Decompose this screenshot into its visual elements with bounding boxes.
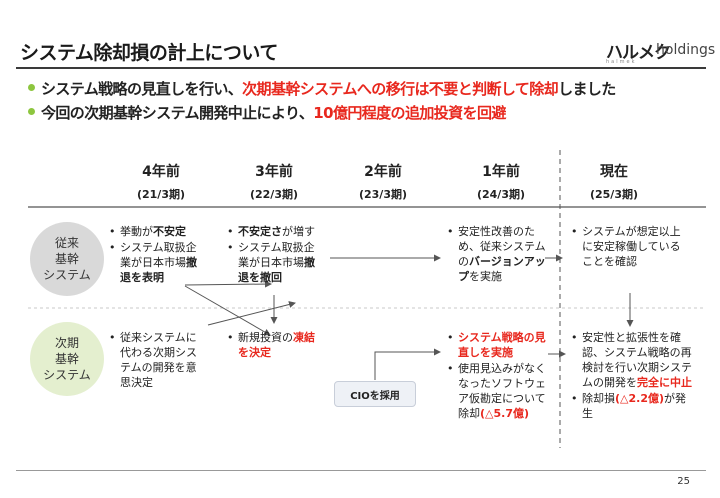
cell-list: 従来システムに代わる次期システムの開発を意思決定: [108, 330, 206, 390]
cell-list-item: システム取扱企業が日本市場撤退を表明: [108, 240, 206, 285]
cell-highlight-text: (△5.7億): [480, 407, 530, 420]
row-label-legacy-text: 従来基幹システム: [43, 236, 91, 282]
row-label-legacy: 従来基幹システム: [30, 222, 104, 296]
cell-highlight-text: 完全に中止: [637, 376, 692, 389]
bullet-dot-icon: [28, 84, 35, 91]
cell-next-4y: 従来システムに代わる次期システムの開発を意思決定: [108, 330, 206, 391]
cell-text: 撤退を撤回: [238, 256, 315, 284]
cell-list-item: 従来システムに代わる次期システムの開発を意思決定: [108, 330, 206, 390]
cell-legacy-4y: 挙動が不安定システム取扱企業が日本市場撤退を表明: [108, 224, 206, 286]
logo-sub-text: holdings: [656, 42, 716, 58]
arrow-withdraw-to-freeze: [184, 285, 271, 336]
column-year: 1年前: [482, 164, 520, 180]
timeline-column-header: 4年前 (21/3期): [113, 161, 209, 202]
cell-list-item: 使用見込みがなくなったソフトウェア仮勘定について除却(△5.7億): [446, 361, 550, 421]
arrow-cio-to-strategy: [374, 348, 441, 380]
column-period: (25/3期): [589, 188, 639, 201]
cell-text: 安定性と拡張性を確認、システム戦略の再検討を行い次期システムの開発を: [582, 331, 692, 389]
footer-divider: [16, 470, 706, 471]
highlight-text: 次期基幹システムへの移行は不要と判断して除却: [242, 80, 559, 98]
cell-text: 従来システムに代わる次期システムの開発を意思決定: [120, 331, 197, 389]
cell-next-3y: 新規投資の凍結を決定: [226, 330, 324, 361]
cell-list-item: システム戦略の見直しを実施: [446, 330, 550, 360]
summary-bullet: システム戦略の見直しを行い、次期基幹システムへの移行は不要と判断して除却しました: [28, 78, 616, 102]
cell-list: 新規投資の凍結を決定: [226, 330, 324, 360]
cell-text: 使用見込みがなくなったソフトウェア仮勘定について除却: [458, 362, 546, 420]
cell-legacy-now: システムが想定以上に安定稼働していることを確認: [570, 224, 688, 270]
cell-list-item: 不安定さが増す: [226, 224, 324, 239]
cell-text: 安定性改善のため、従来システムの: [458, 225, 546, 268]
column-year: 現在: [600, 164, 628, 180]
page-number: 25: [677, 476, 690, 487]
highlight-text: 10億円程度の追加投資を回避: [313, 104, 506, 122]
cell-list: 不安定さが増すシステム取扱企業が日本市場撤退を撤回: [226, 224, 324, 285]
cell-legacy-1y: 安定性改善のため、従来システムのバージョンアップを実施: [446, 224, 550, 285]
timeline-column-header: 1年前 (24/3期): [453, 161, 549, 202]
cell-legacy-3y: 不安定さが増すシステム取扱企業が日本市場撤退を撤回: [226, 224, 324, 286]
cell-text: が発生: [582, 392, 687, 420]
cell-text: システムが想定以上に安定稼働していることを確認: [582, 225, 681, 268]
cell-text: 除却損: [582, 392, 615, 405]
cell-text: 挙動が: [120, 225, 153, 238]
cell-highlight-text: システム戦略の見直しを実施: [458, 331, 546, 359]
cell-list: システムが想定以上に安定稼働していることを確認: [570, 224, 688, 269]
column-period: (21/3期): [136, 188, 186, 201]
column-period: (22/3期): [249, 188, 299, 201]
cell-list-item: 新規投資の凍結を決定: [226, 330, 324, 360]
cell-text: を実施: [469, 270, 502, 283]
cell-list-item: 挙動が不安定: [108, 224, 206, 239]
cell-list-item: 安定性と拡張性を確認、システム戦略の再検討を行い次期システムの開発を完全に中止: [570, 330, 694, 390]
cell-highlight-text: (△2.2億): [615, 392, 665, 405]
timeline-column-header: 3年前 (22/3期): [226, 161, 322, 202]
summary-bullets: システム戦略の見直しを行い、次期基幹システムへの移行は不要と判断して除却しました…: [28, 78, 616, 126]
timeline-column-header: 2年前 (23/3期): [335, 161, 431, 202]
cell-text: 新規投資の: [238, 331, 293, 344]
timeline-column-header: 現在 (25/3期): [566, 161, 662, 202]
logo-tag-text: halmek: [606, 59, 637, 65]
logo-main-text: ハルメク: [606, 43, 671, 63]
cio-callout: CIOを採用: [334, 381, 416, 407]
column-period: (23/3期): [358, 188, 408, 201]
column-year: 4年前: [142, 164, 180, 180]
bullet-text: 今回の次期基幹システム開発中止により、: [41, 104, 314, 122]
cell-list-item: システムが想定以上に安定稼働していることを確認: [570, 224, 688, 269]
column-year: 3年前: [255, 164, 293, 180]
cell-text: が増す: [282, 225, 315, 238]
cell-list: 安定性改善のため、従来システムのバージョンアップを実施: [446, 224, 550, 284]
row-label-next-text: 次期基幹システム: [43, 336, 91, 382]
cell-text: システム取扱企業が日本市場: [238, 241, 315, 269]
column-period: (24/3期): [476, 188, 526, 201]
cell-list-item: 除却損(△2.2億)が発生: [570, 391, 694, 421]
cell-highlight-text: 凍結を決定: [238, 331, 315, 359]
cell-text: システム取扱企業が日本市場: [120, 241, 197, 269]
cell-next-1y: システム戦略の見直しを実施使用見込みがなくなったソフトウェア仮勘定について除却(…: [446, 330, 550, 422]
cell-text: 不安定: [153, 225, 186, 238]
cell-list: 挙動が不安定システム取扱企業が日本市場撤退を表明: [108, 224, 206, 285]
bullet-text: システム戦略の見直しを行い、: [41, 80, 243, 98]
cell-list-item: システム取扱企業が日本市場撤退を撤回: [226, 240, 324, 285]
bullet-text: しました: [558, 80, 616, 98]
cell-text: バージョンアップ: [458, 255, 546, 283]
row-label-next: 次期基幹システム: [30, 322, 104, 396]
arrow-next-4y-to-legacy-3y: [207, 301, 296, 326]
summary-bullet: 今回の次期基幹システム開発中止により、10億円程度の追加投資を回避: [28, 102, 616, 126]
cell-next-now: 安定性と拡張性を確認、システム戦略の再検討を行い次期システムの開発を完全に中止除…: [570, 330, 694, 422]
company-logo: ハルメク holdings halmek: [600, 34, 716, 68]
bullet-dot-icon: [28, 108, 35, 115]
title-divider: [16, 67, 706, 69]
cell-text: 不安定さ: [238, 225, 282, 238]
cell-list: 安定性と拡張性を確認、システム戦略の再検討を行い次期システムの開発を完全に中止除…: [570, 330, 694, 421]
cell-list-item: 安定性改善のため、従来システムのバージョンアップを実施: [446, 224, 550, 284]
cell-text: 撤退を表明: [120, 256, 197, 284]
column-year: 2年前: [364, 164, 402, 180]
cell-list: システム戦略の見直しを実施使用見込みがなくなったソフトウェア仮勘定について除却(…: [446, 330, 550, 421]
page-title: システム除却損の計上について: [20, 42, 278, 64]
